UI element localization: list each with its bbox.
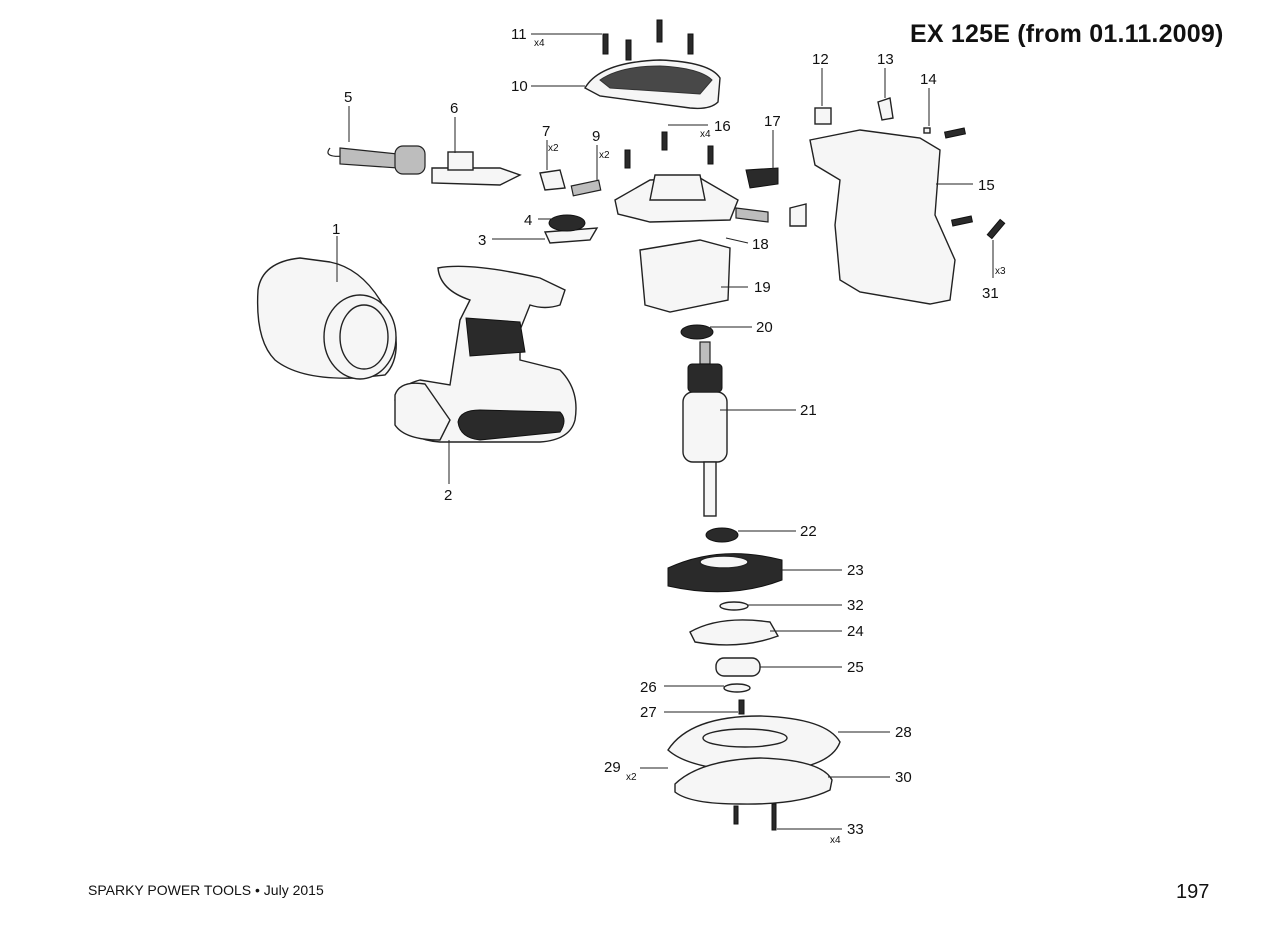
- part-washer: [719, 601, 749, 611]
- callout-18: 18: [752, 236, 769, 253]
- callout-23: 23: [847, 562, 864, 579]
- callout-5: 5: [344, 89, 352, 106]
- callout-9-qty: x2: [599, 150, 610, 161]
- callout-9: 9: [592, 128, 600, 145]
- part-pad-screws: [733, 803, 777, 831]
- callout-4: 4: [524, 212, 532, 229]
- callout-20: 20: [756, 319, 773, 336]
- callout-16-qty: x4: [700, 129, 711, 140]
- part-top-screws: [602, 19, 694, 61]
- callout-28: 28: [895, 724, 912, 741]
- part-rear-housing: [809, 127, 1006, 305]
- callout-31-qty: x3: [995, 266, 1006, 277]
- part-speed-knob: [543, 214, 599, 244]
- part-bearing-top: [680, 324, 714, 340]
- part-main-housing: [394, 265, 577, 443]
- part-carbon-brush: [570, 179, 602, 197]
- part-motor-screws: [624, 131, 714, 169]
- callout-22: 22: [800, 523, 817, 540]
- part-pad-base: [667, 715, 841, 773]
- part-power-cable: [327, 145, 426, 175]
- callout-33: 33: [847, 821, 864, 838]
- callout-33-qty: x4: [830, 835, 841, 846]
- callout-27: 27: [640, 704, 657, 721]
- part-armature: [682, 341, 728, 517]
- leader-lines: [336, 33, 994, 830]
- callout-7-qty: x2: [548, 143, 559, 154]
- part-counterweight: [689, 619, 780, 646]
- callout-1: 1: [332, 221, 340, 238]
- callout-24: 24: [847, 623, 864, 640]
- callout-11-qty: x4: [534, 38, 545, 49]
- part-sanding-pad: [674, 757, 833, 805]
- part-top-cover: [584, 59, 721, 110]
- part-stator: [639, 239, 731, 313]
- footer-publisher: SPARKY POWER TOOLS • July 2015: [88, 882, 324, 898]
- callout-31: 31: [982, 285, 999, 302]
- part-bearing-housing: [614, 174, 807, 227]
- callout-30: 30: [895, 769, 912, 786]
- model-title: EX 125E (from 01.11.2009): [910, 20, 1224, 48]
- callout-12: 12: [812, 51, 829, 68]
- callout-2: 2: [444, 487, 452, 504]
- callout-29: 29: [604, 759, 621, 776]
- part-bearing-lower: [715, 657, 761, 677]
- callout-11: 11: [511, 26, 527, 43]
- part-small-clips: [814, 97, 931, 134]
- callout-13: 13: [877, 51, 894, 68]
- callout-32: 32: [847, 597, 864, 614]
- part-center-screw: [738, 699, 745, 715]
- callout-10: 10: [511, 78, 528, 95]
- callout-7: 7: [542, 123, 550, 140]
- part-washer-small: [723, 683, 751, 693]
- callout-19: 19: [754, 279, 771, 296]
- part-dust-canister: [256, 257, 397, 380]
- page-number: 197: [1176, 881, 1210, 903]
- part-bearing-mid: [705, 527, 739, 543]
- callout-16: 16: [714, 118, 731, 135]
- part-brush-holder-left: [539, 169, 566, 191]
- callout-29-qty: x2: [626, 772, 637, 783]
- part-terminal: [431, 151, 522, 186]
- part-capacitor: [745, 167, 779, 189]
- callout-25: 25: [847, 659, 864, 676]
- callout-6: 6: [450, 100, 458, 117]
- part-fan: [667, 553, 783, 593]
- callout-3: 3: [478, 232, 486, 249]
- callout-21: 21: [800, 402, 817, 419]
- callout-17: 17: [764, 113, 781, 130]
- callout-26: 26: [640, 679, 657, 696]
- callout-14: 14: [920, 71, 937, 88]
- callout-15: 15: [978, 177, 995, 194]
